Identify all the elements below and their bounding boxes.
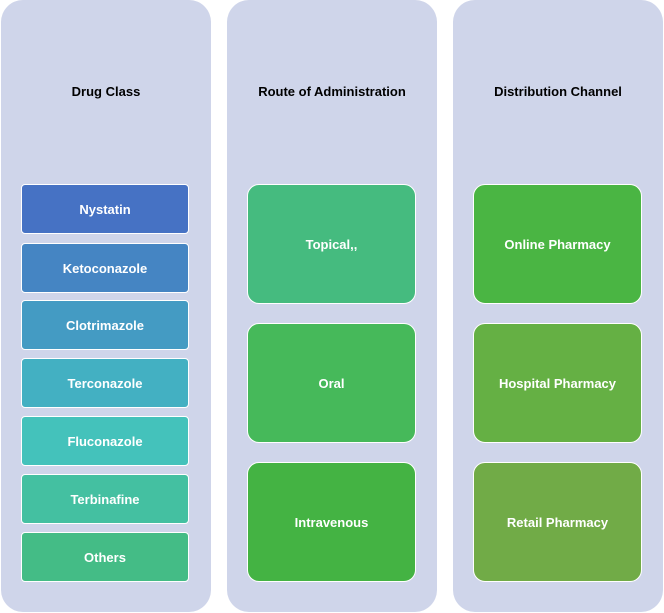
drug-class-item-terconazole: Terconazole	[21, 358, 189, 408]
drug-class-item-fluconazole: Fluconazole	[21, 416, 189, 466]
route-of-administration-title: Route of Administration	[258, 84, 406, 99]
distribution-channel-title: Distribution Channel	[494, 84, 622, 99]
channel-item-retail-pharmacy: Retail Pharmacy	[473, 462, 642, 582]
drug-class-item-clotrimazole: Clotrimazole	[21, 300, 189, 350]
drug-class-column: Drug Class Nystatin Ketoconazole Clotrim…	[1, 0, 211, 612]
route-item-oral: Oral	[247, 323, 416, 443]
channel-item-online-pharmacy: Online Pharmacy	[473, 184, 642, 304]
route-item-intravenous: Intravenous	[247, 462, 416, 582]
drug-class-item-others: Others	[21, 532, 189, 582]
drug-class-title: Drug Class	[71, 84, 141, 99]
channel-item-hospital-pharmacy: Hospital Pharmacy	[473, 323, 642, 443]
drug-class-item-ketoconazole: Ketoconazole	[21, 243, 189, 293]
route-of-administration-column: Route of Administration Topical,, Oral I…	[227, 0, 437, 612]
distribution-channel-column: Distribution Channel Online Pharmacy Hos…	[453, 0, 663, 612]
drug-class-item-terbinafine: Terbinafine	[21, 474, 189, 524]
drug-class-item-nystatin: Nystatin	[21, 184, 189, 234]
route-item-topical: Topical,,	[247, 184, 416, 304]
